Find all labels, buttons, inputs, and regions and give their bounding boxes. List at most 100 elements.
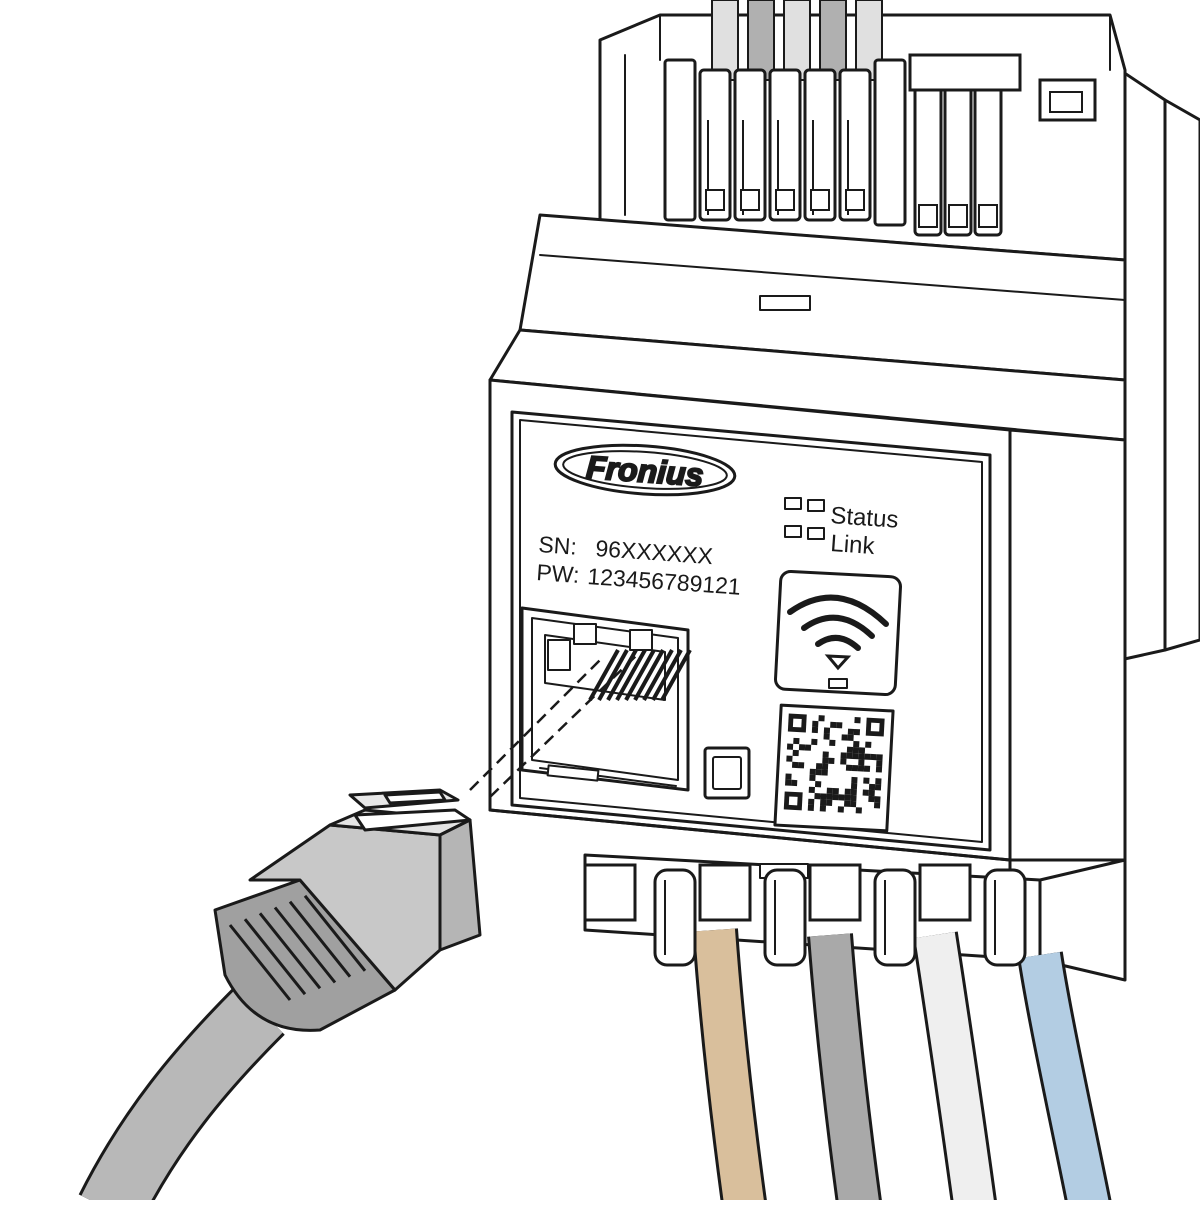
link-led-label: Link	[830, 530, 877, 560]
bottom-terminal-slot	[808, 863, 862, 922]
link-led-2	[807, 527, 825, 540]
qr-module	[815, 763, 823, 770]
qr-module	[845, 764, 853, 771]
qr-module	[808, 786, 815, 794]
ethernet-cable	[78, 788, 482, 1205]
top-wire	[819, 0, 847, 81]
qr-module	[807, 804, 815, 811]
top-wire	[747, 0, 775, 81]
qr-module	[850, 794, 857, 802]
clamp-slot	[948, 204, 968, 228]
qr-module	[822, 757, 829, 764]
qr-module	[865, 741, 872, 748]
qr-module	[858, 759, 865, 766]
qr-module	[846, 752, 853, 759]
qr-module	[837, 806, 844, 813]
fronius-logo: Fronius	[553, 443, 737, 497]
wifi-panel	[774, 569, 902, 697]
qr-module	[812, 720, 819, 728]
qr-module	[823, 733, 830, 740]
qr-module	[814, 793, 821, 800]
label-panel-inner	[519, 419, 983, 843]
reset-button[interactable]	[703, 746, 751, 800]
qr-module	[862, 789, 869, 796]
boot-rib	[303, 894, 367, 972]
bottom-clamp	[653, 868, 697, 967]
housing-right-side	[1118, 68, 1167, 662]
port-pin	[606, 649, 638, 701]
port-pin	[633, 649, 665, 701]
qr-code-icon	[773, 703, 895, 833]
qr-module	[836, 722, 843, 729]
qr-module	[855, 807, 862, 814]
qr-module	[811, 726, 819, 734]
qr-module	[858, 753, 865, 760]
top-latch	[759, 295, 811, 311]
qr-module	[826, 799, 833, 806]
bottom-clamp	[983, 868, 1027, 967]
qr-module	[821, 769, 828, 776]
wire	[695, 928, 765, 1205]
cable-jacket	[81, 987, 283, 1205]
clamp-slot	[705, 189, 725, 211]
qr-module	[870, 753, 877, 761]
qr-module	[864, 753, 871, 760]
port-pin	[597, 649, 629, 701]
top-terminal-clamps	[663, 53, 1097, 237]
wire	[810, 933, 880, 1205]
port-pin	[651, 649, 683, 701]
serial-label: SN:	[538, 531, 578, 560]
port-pin	[624, 649, 656, 701]
qr-module	[852, 752, 859, 760]
qr-module	[851, 776, 858, 784]
clamp-slot	[978, 204, 998, 228]
qr-module	[786, 755, 793, 762]
qr-module	[853, 728, 861, 736]
qr-module	[830, 721, 837, 729]
qr-finder-inner	[788, 796, 798, 806]
terminal-clamp	[663, 58, 697, 222]
qr-module	[785, 773, 792, 780]
qr-module	[798, 744, 806, 751]
qr-module	[820, 793, 827, 800]
plug-head	[353, 808, 472, 832]
clamp-slot	[740, 189, 760, 211]
qr-module	[792, 749, 799, 757]
qr-module	[791, 761, 799, 769]
boot-rib	[258, 912, 322, 990]
qr-module	[791, 779, 798, 787]
qr-module	[847, 734, 854, 741]
clamp-slot	[810, 189, 830, 211]
terminal-cover	[908, 53, 1022, 92]
bottom-terminal-clamps	[583, 863, 1027, 967]
qr-module	[857, 765, 865, 772]
qr-module	[849, 800, 857, 808]
boot-rib	[273, 906, 337, 984]
status-led-2	[807, 499, 825, 512]
plug-side	[438, 818, 482, 952]
qr-module	[850, 788, 857, 796]
qr-module	[838, 794, 845, 801]
qr-module	[821, 763, 829, 770]
wire	[915, 931, 995, 1205]
qr-module	[815, 769, 822, 776]
bottom-terminal-slot	[698, 863, 752, 922]
boot-ribs	[228, 894, 367, 1001]
qr-module	[850, 782, 858, 790]
password-label: PW:	[536, 559, 581, 588]
qr-module	[793, 737, 800, 745]
qr-module	[852, 746, 860, 754]
status-led-1	[784, 497, 802, 510]
qr-module	[826, 787, 833, 794]
clamp-slot	[845, 189, 865, 211]
port-contact-pins	[588, 649, 692, 701]
qr-module	[876, 760, 883, 767]
qr-module	[863, 777, 870, 784]
qr-module	[875, 766, 883, 773]
insertion-guide	[469, 651, 641, 798]
port-pin	[642, 649, 674, 701]
qr-finder-inner	[870, 722, 880, 732]
qr-module	[811, 738, 818, 746]
qr-module	[851, 764, 859, 772]
